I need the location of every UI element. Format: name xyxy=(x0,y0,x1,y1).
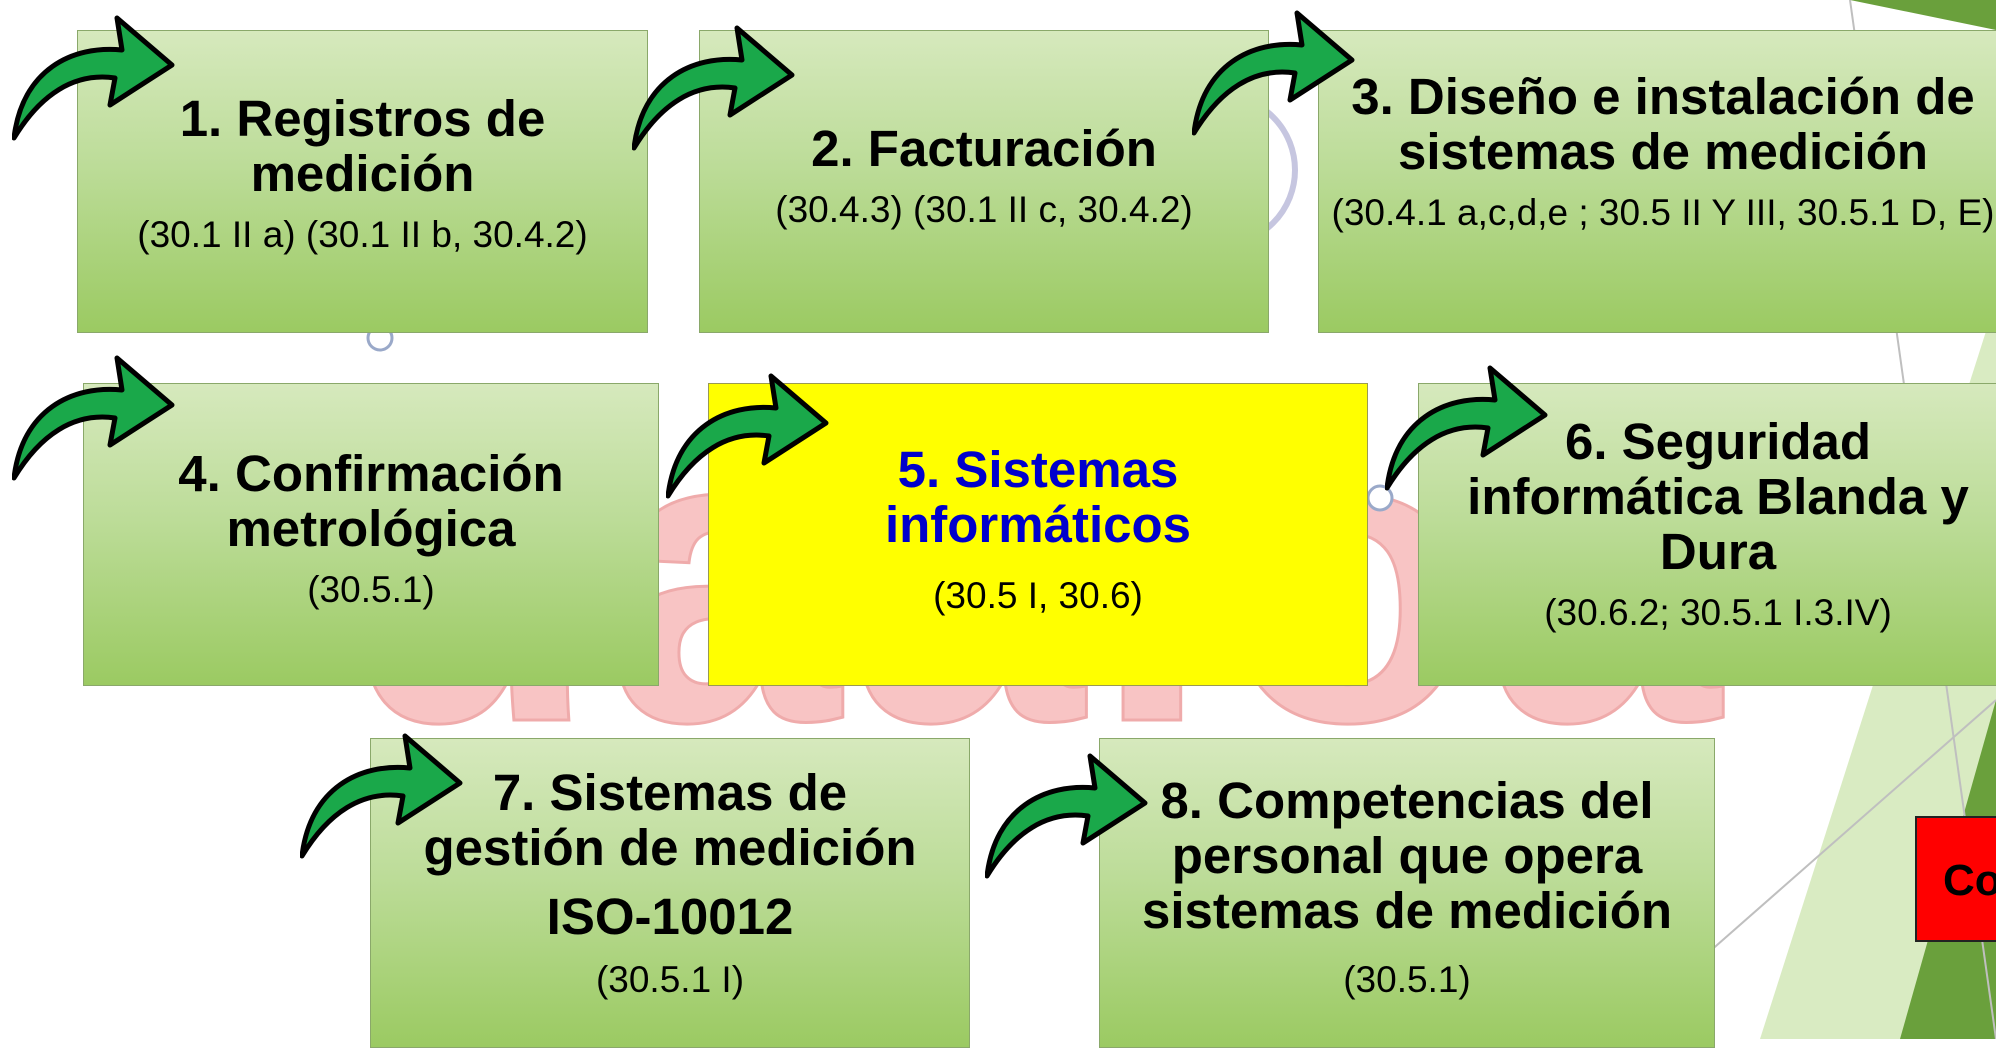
curved-arrow-icon xyxy=(985,753,1148,879)
box-title: 2. Facturación xyxy=(811,120,1157,177)
box-title: 6. Seguridad informática Blanda y Dura xyxy=(1467,413,1969,580)
slide-accent-top xyxy=(1850,0,1996,30)
box-title: 8. Competencias del personal que opera s… xyxy=(1141,772,1673,939)
box-title: 3. Diseño e instalación de sistemas de m… xyxy=(1351,68,1975,180)
box-sistemas-informaticos: 5. Sistemas informáticos (30.5 I, 30.6) xyxy=(708,383,1368,686)
curved-arrow-icon xyxy=(666,373,829,499)
box-title: 4. Confirmación metrológica xyxy=(178,445,564,557)
box-title: 5. Sistemas informáticos xyxy=(884,441,1192,553)
box-reference: (30.1 II a) (30.1 II b, 30.4.2) xyxy=(137,214,588,255)
box-diseno-instalacion: 3. Diseño e instalación de sistemas de m… xyxy=(1318,30,1996,333)
box-reference: (30.5.1) xyxy=(1343,959,1471,1000)
curved-arrow-icon xyxy=(300,733,463,859)
box-title: 7. Sistemas de gestión de medición xyxy=(423,764,917,876)
box-facturacion: 2. Facturación (30.4.3) (30.1 II c, 30.4… xyxy=(699,30,1269,333)
box-competencias-personal: 8. Competencias del personal que opera s… xyxy=(1099,738,1715,1048)
box-reference: (30.6.2; 30.5.1 I.3.IV) xyxy=(1544,592,1892,633)
box-reference: (30.4.1 a,c,d,e ; 30.5 II Y III, 30.5.1 … xyxy=(1331,192,1995,233)
curved-arrow-icon xyxy=(632,25,795,151)
curved-arrow-icon xyxy=(12,355,175,481)
curved-arrow-icon xyxy=(1192,10,1355,136)
box-reference: (30.5.1) xyxy=(307,569,435,610)
curved-arrow-icon xyxy=(1385,365,1548,491)
red-badge: Co xyxy=(1915,816,1996,942)
box-reference: (30.4.3) (30.1 II c, 30.4.2) xyxy=(775,189,1193,230)
box-reference: (30.5.1 I) xyxy=(595,959,745,1000)
connector-dot xyxy=(1366,484,1394,512)
curved-arrow-icon xyxy=(12,15,175,141)
box-title: 1. Registros de medición xyxy=(179,90,546,202)
slide-line-2 xyxy=(1699,699,1996,961)
box-confirmacion-metrologica: 4. Confirmación metrológica (30.5.1) xyxy=(83,383,659,686)
box-registros-de-medicion: 1. Registros de medición (30.1 II a) (30… xyxy=(77,30,648,333)
box-subtitle: ISO-10012 xyxy=(546,888,794,945)
box-reference: (30.5 I, 30.6) xyxy=(933,575,1143,616)
box-sistemas-de-gestion: 7. Sistemas de gestión de medición ISO-1… xyxy=(370,738,970,1048)
